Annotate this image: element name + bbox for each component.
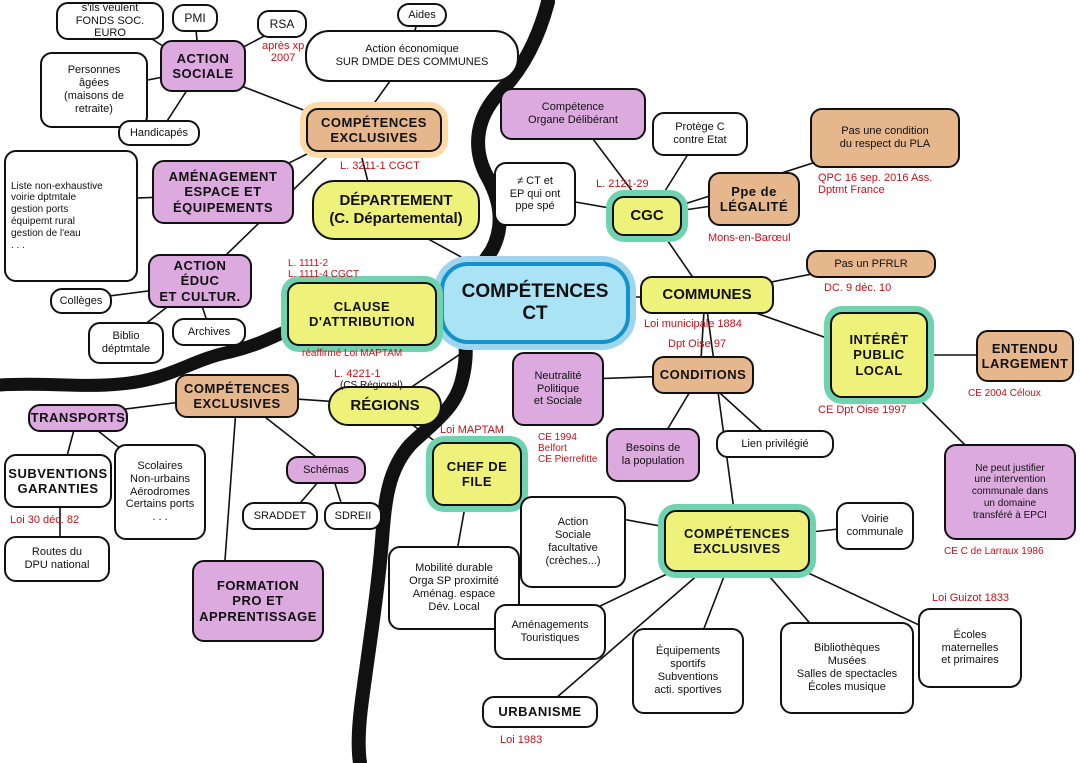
annotation-l3211: L. 3211-1 CGCT bbox=[340, 160, 420, 172]
node-conditions[interactable]: CONDITIONS bbox=[652, 356, 754, 394]
node-ecoles[interactable]: Écoles maternelles et primaires bbox=[918, 608, 1022, 688]
annotation-dc9: DC. 9 déc. 10 bbox=[824, 282, 892, 294]
river-vertical bbox=[351, 0, 555, 763]
node-scolaires[interactable]: Scolaires Non-urbains Aérodromes Certain… bbox=[114, 444, 206, 540]
annotation-qpc: QPC 16 sep. 2016 Ass. Dptmt France bbox=[818, 172, 933, 197]
node-aides[interactable]: Aides bbox=[397, 3, 447, 27]
node-entendu-largement[interactable]: ENTENDU LARGEMENT bbox=[976, 330, 1074, 382]
node-handicapes[interactable]: Handicapés bbox=[118, 120, 200, 146]
annotation-loi-1884: Loi municipale 1884 bbox=[644, 318, 742, 330]
annotation-dpt-oise: Dpt Oise 97 bbox=[668, 338, 727, 350]
node-biblio-deptmtale[interactable]: Biblio déptmtale bbox=[88, 322, 164, 364]
central-node[interactable]: COMPÉTENCES CT bbox=[440, 262, 630, 344]
node-amenagement-espace[interactable]: AMÉNAGEMENT ESPACE ET ÉQUIPEMENTS bbox=[152, 160, 294, 224]
annotation-cs-regional: (CS Régional) bbox=[340, 380, 403, 391]
annotation-l2121: L. 2121-29 bbox=[596, 178, 649, 190]
node-ppe-legalite[interactable]: Ppe de LÉGALITÉ bbox=[708, 172, 800, 226]
node-pas-pfrlr[interactable]: Pas un PFRLR bbox=[806, 250, 936, 278]
annotation-mons: Mons-en-Barœul bbox=[708, 232, 791, 244]
annotation-ce-2004: CE 2004 Céloux bbox=[968, 388, 1041, 399]
annotation-loi-1983: Loi 1983 bbox=[500, 734, 543, 746]
node-amenagements-touristiques[interactable]: Aménagements Touristiques bbox=[494, 604, 606, 660]
node-formation-pro[interactable]: FORMATION PRO ET APPRENTISSAGE bbox=[192, 560, 324, 642]
annotation-loi-maptam: Loi MAPTAM bbox=[440, 424, 504, 436]
node-transports[interactable]: TRANSPORTS bbox=[28, 404, 128, 432]
annotation-reaffirme: réaffirmé Loi MAPTAM bbox=[302, 348, 403, 359]
node-competences-exclusives-regions[interactable]: COMPÉTENCES EXCLUSIVES bbox=[175, 374, 299, 418]
node-besoins-population[interactable]: Besoins de la population bbox=[606, 428, 700, 482]
node-competences-exclusives-departement[interactable]: COMPÉTENCES EXCLUSIVES bbox=[306, 108, 442, 152]
annotation-loi-30-dec: Loi 30 déc. 82 bbox=[10, 514, 80, 526]
node-competences-exclusives-communes[interactable]: COMPÉTENCES EXCLUSIVES bbox=[664, 510, 810, 572]
annotation-l4221: L. 4221-1 bbox=[334, 368, 381, 380]
node-cgc[interactable]: CGC bbox=[612, 196, 682, 236]
node-neutralite[interactable]: Neutralité Politique et Sociale bbox=[512, 352, 604, 426]
node-archives[interactable]: Archives bbox=[172, 318, 246, 346]
annotation-loi-guizot: Loi Guizot 1833 bbox=[932, 592, 1010, 604]
node-competence-organe[interactable]: Compétence Organe Délibérant bbox=[500, 88, 646, 140]
node-liste-non-exhaustive[interactable]: Liste non-exhaustive voirie dptmtale ges… bbox=[4, 150, 138, 282]
node-departement[interactable]: DÉPARTEMENT (C. Départemental) bbox=[312, 180, 480, 240]
node-communes[interactable]: COMMUNES bbox=[640, 276, 774, 314]
node-clause-attribution[interactable]: CLAUSE D'ATTRIBUTION bbox=[287, 282, 437, 346]
node-personnes-agees[interactable]: Personnes âgées (maisons de retraite) bbox=[40, 52, 148, 128]
annotation-ce-dpt-oise: CE Dpt Oise 1997 bbox=[818, 404, 907, 416]
node-sdreii[interactable]: SDREII bbox=[324, 502, 382, 530]
node-ils-veulent[interactable]: s'ils veulent FONDS SOC. EURO bbox=[56, 2, 164, 40]
node-action-sociale[interactable]: ACTION SOCIALE bbox=[160, 40, 246, 92]
node-regions[interactable]: RÉGIONS bbox=[328, 386, 442, 426]
node-lien-privilegie[interactable]: Lien privilégié bbox=[716, 430, 834, 458]
node-action-sociale-facultative[interactable]: Action Sociale facultative (crèches...) bbox=[520, 496, 626, 588]
node-ct-ep[interactable]: ≠ CT et EP qui ont ppe spé bbox=[494, 162, 576, 226]
node-action-economique[interactable]: Action économique SUR DMDE DES COMMUNES bbox=[305, 30, 519, 82]
node-chef-de-file[interactable]: CHEF DE FILE bbox=[432, 442, 522, 506]
node-bibliotheques[interactable]: Bibliothèques Musées Salles de spectacle… bbox=[780, 622, 914, 714]
node-action-educ-cultur[interactable]: ACTION ÉDUC ET CULTUR. bbox=[148, 254, 252, 308]
node-ne-peut-justifier[interactable]: Ne peut justifier une intervention commu… bbox=[944, 444, 1076, 540]
node-rsa[interactable]: RSA bbox=[257, 10, 307, 38]
node-urbanisme[interactable]: URBANISME bbox=[482, 696, 598, 728]
node-protege-c[interactable]: Protège C contre Etat bbox=[652, 112, 748, 156]
annotation-l1111: L. 1111-2 L. 1111-4 CGCT bbox=[288, 258, 360, 280]
node-sraddet[interactable]: SRADDET bbox=[242, 502, 318, 530]
annotation-ce-1994: CE 1994 Belfort CE Pierrefitte bbox=[538, 432, 598, 465]
node-schemas[interactable]: Schémas bbox=[286, 456, 366, 484]
node-pas-condition[interactable]: Pas une condition du respect du PLA bbox=[810, 108, 960, 168]
node-pmi[interactable]: PMI bbox=[172, 4, 218, 32]
node-subventions-garanties[interactable]: SUBVENTIONS GARANTIES bbox=[4, 454, 112, 508]
node-interet-public-local[interactable]: INTÉRÊT PUBLIC LOCAL bbox=[830, 312, 928, 398]
node-voirie-communale[interactable]: Voirie communale bbox=[836, 502, 914, 550]
annotation-apres-xp: après xp 2007 bbox=[262, 40, 305, 65]
annotation-ce-larraux: CE C de Larraux 1986 bbox=[944, 546, 1044, 557]
node-colleges[interactable]: Collèges bbox=[50, 288, 112, 314]
river-horizontal bbox=[0, 323, 297, 392]
node-equipements-sportifs[interactable]: Équipements sportifs Subventions acti. s… bbox=[632, 628, 744, 714]
node-routes-dpu[interactable]: Routes du DPU national bbox=[4, 536, 110, 582]
